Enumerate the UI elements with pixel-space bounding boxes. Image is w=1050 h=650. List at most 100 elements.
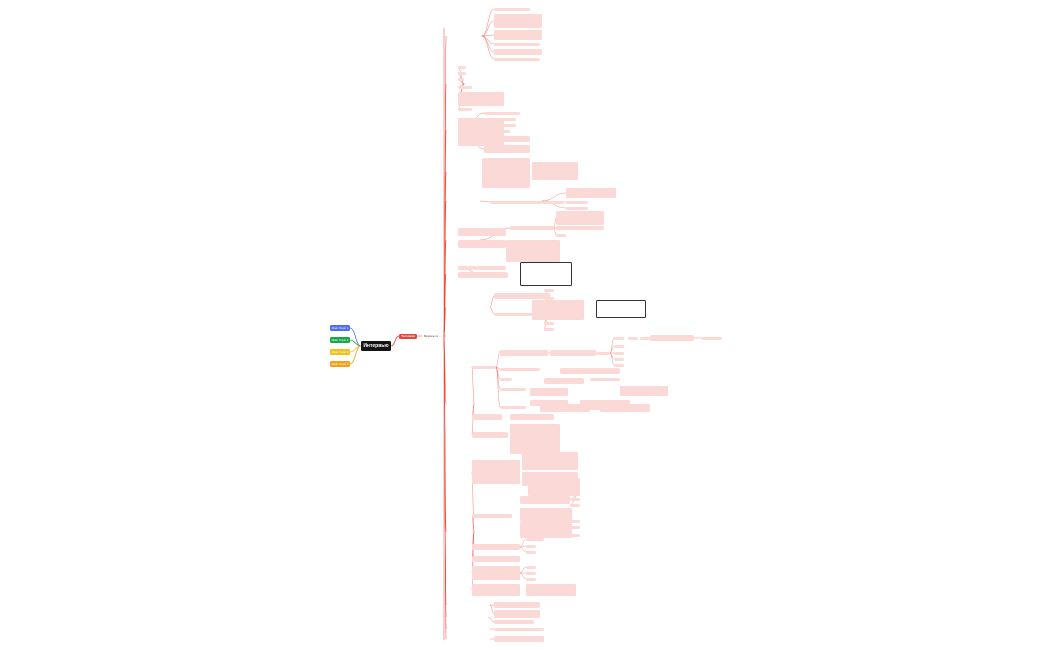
side-topic-3[interactable]: Main Topic 3 [330, 349, 350, 355]
mindmap-node[interactable] [484, 112, 520, 115]
mindmap-node[interactable] [484, 145, 530, 153]
mindmap-node[interactable] [530, 388, 568, 396]
mindmap-node[interactable] [490, 201, 542, 204]
mindmap-node[interactable] [510, 424, 560, 454]
mindmap-node[interactable] [556, 226, 604, 230]
mindmap-node[interactable] [596, 352, 610, 355]
mindmap-node[interactable] [494, 43, 540, 46]
mindmap-node[interactable] [500, 406, 526, 409]
mindmap-node[interactable] [446, 602, 490, 608]
mindmap-node[interactable] [540, 404, 590, 412]
mindmap-node[interactable] [494, 49, 542, 55]
mindmap-node[interactable] [526, 572, 536, 575]
mindmap-node[interactable] [526, 566, 536, 569]
mindmap-node[interactable] [446, 305, 490, 309]
mindmap-node[interactable] [472, 514, 512, 518]
mindmap-node[interactable] [614, 364, 624, 367]
mindmap-node[interactable] [544, 328, 554, 331]
mindmap-node[interactable] [570, 526, 580, 529]
mindmap-node[interactable] [484, 118, 516, 121]
mindmap-node[interactable] [484, 136, 530, 142]
mindmap-node[interactable] [472, 566, 520, 580]
mindmap-node[interactable] [494, 620, 534, 624]
mindmap-node[interactable] [458, 228, 506, 236]
mindmap-node[interactable] [522, 452, 578, 470]
mindmap-node[interactable] [472, 432, 508, 438]
mindmap-node[interactable] [526, 584, 576, 596]
mindmap-node[interactable] [446, 402, 474, 406]
mindmap-node[interactable] [446, 198, 480, 204]
mindmap-node[interactable] [544, 378, 584, 384]
mindmap-node[interactable] [494, 293, 550, 299]
side-topic-4[interactable]: Main Topic 4 [330, 361, 350, 367]
mindmap-node[interactable] [532, 162, 578, 180]
mindmap-node[interactable] [494, 636, 544, 642]
mindmap-node[interactable] [702, 337, 722, 340]
mindmap-node[interactable] [590, 378, 620, 381]
mindmap-node[interactable] [614, 352, 624, 355]
mindmap-node[interactable] [458, 240, 506, 248]
mindmap-node[interactable] [570, 534, 580, 537]
mindmap-node[interactable] [510, 414, 554, 420]
mindmap-node[interactable] [544, 297, 554, 300]
mindmap-node[interactable] [570, 520, 580, 523]
mindmap-node[interactable] [458, 86, 472, 89]
mindmap-node[interactable] [458, 66, 466, 69]
mindmap-node[interactable] [472, 584, 520, 596]
main-topic-node[interactable]: Тестовая [399, 334, 417, 339]
root-node[interactable]: Интервью [361, 341, 391, 351]
mindmap-node[interactable] [494, 30, 542, 40]
mindmap-node[interactable] [494, 58, 540, 61]
mindmap-node[interactable] [520, 522, 572, 538]
mindmap-node[interactable] [446, 33, 482, 39]
mindmap-node[interactable] [542, 201, 564, 204]
mindmap-node[interactable] [614, 358, 624, 361]
mindmap-node[interactable] [628, 337, 638, 340]
mindmap-node[interactable] [458, 272, 508, 278]
mindmap-node[interactable] [544, 289, 554, 292]
mindmap-node[interactable] [520, 262, 572, 286]
mindmap-node[interactable] [614, 345, 624, 348]
mindmap-node[interactable] [484, 130, 510, 133]
mindmap-node[interactable] [446, 170, 484, 174]
mindmap-node[interactable] [446, 614, 488, 620]
mindmap-node[interactable] [494, 602, 540, 608]
mindmap-node[interactable] [510, 226, 554, 230]
mindmap-node[interactable] [530, 400, 568, 406]
mindmap-node[interactable] [484, 124, 516, 127]
mindmap-node[interactable] [500, 378, 512, 381]
mindmap-node[interactable] [600, 404, 650, 412]
mindmap-node[interactable] [650, 335, 694, 341]
mindmap-node[interactable] [570, 504, 580, 507]
mindmap-node[interactable] [614, 337, 624, 340]
side-topic-1[interactable]: Main Topic 1 [330, 325, 350, 331]
mindmap-node[interactable] [472, 544, 520, 550]
mindmap-node[interactable] [526, 545, 536, 548]
mindmap-node[interactable] [446, 626, 490, 632]
mindmap-node[interactable] [556, 234, 566, 237]
mindmap-node[interactable] [458, 78, 464, 81]
mindmap-node[interactable] [570, 498, 580, 501]
mindmap-node[interactable] [526, 578, 536, 581]
mindmap-node[interactable] [528, 478, 580, 496]
mindmap-node[interactable] [566, 188, 616, 198]
mindmap-node[interactable] [620, 386, 668, 396]
side-topic-2[interactable]: Main Topic 2 [330, 337, 350, 343]
mindmap-node[interactable] [566, 201, 588, 204]
mindmap-node[interactable] [556, 211, 604, 225]
sub-hub-node[interactable]: Вопросы по ... [424, 335, 442, 338]
mindmap-node[interactable] [520, 508, 572, 522]
mindmap-node[interactable] [566, 207, 588, 210]
mindmap-node[interactable] [526, 551, 536, 554]
mindmap-node[interactable] [458, 108, 472, 111]
mindmap-node[interactable] [570, 492, 580, 495]
mindmap-node[interactable] [560, 368, 620, 374]
mindmap-node[interactable] [472, 556, 520, 562]
mindmap-node[interactable] [494, 610, 540, 618]
mindmap-node[interactable] [550, 350, 596, 356]
mindmap-node[interactable] [482, 158, 530, 188]
mindmap-node[interactable] [494, 313, 548, 316]
mindmap-node[interactable] [446, 637, 490, 641]
mindmap-node[interactable] [500, 368, 540, 371]
mindmap-node[interactable] [640, 337, 650, 340]
